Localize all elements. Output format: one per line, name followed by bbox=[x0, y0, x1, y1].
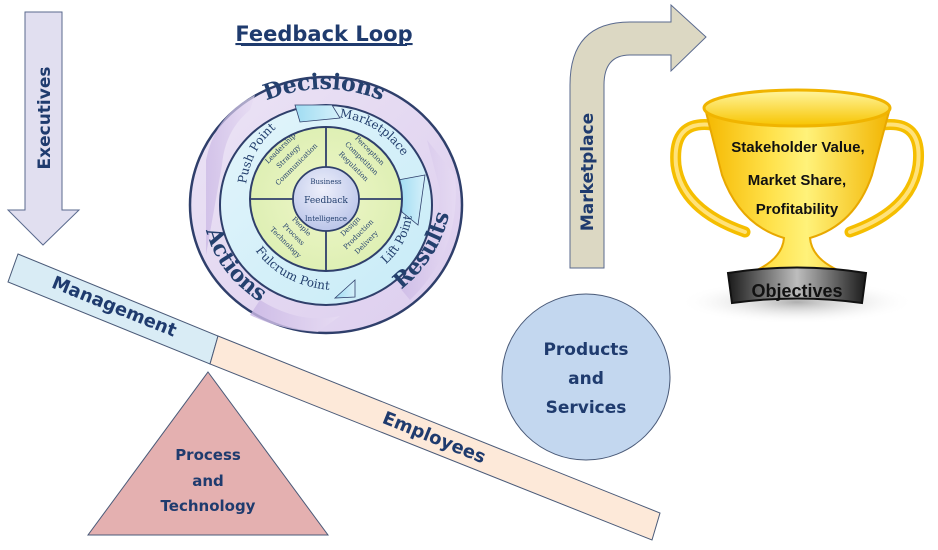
products-line-1: Products bbox=[543, 340, 628, 360]
fulcrum-point-arrow bbox=[333, 279, 356, 299]
trophy-line-1: Stakeholder Value, bbox=[731, 139, 864, 156]
products-line-2: and bbox=[568, 369, 604, 389]
products-circle: Products and Services bbox=[501, 293, 671, 461]
fulcrum-triangle: Process and Technology bbox=[87, 371, 329, 536]
center-label-business: Business bbox=[310, 178, 342, 186]
trophy-line-2: Market Share, bbox=[748, 172, 846, 189]
trophy: Stakeholder Value, Market Share, Profita… bbox=[670, 88, 925, 324]
fulcrum-line-3: Technology bbox=[161, 497, 256, 515]
diagram-title: Feedback Loop bbox=[235, 22, 412, 46]
employees-segment bbox=[209, 335, 661, 541]
loop-arrow-bottom bbox=[250, 300, 340, 332]
fulcrum-line-1: Process bbox=[175, 446, 241, 464]
center-label-intelligence: Intelligence bbox=[305, 215, 347, 223]
center-label-feedback: Feedback bbox=[304, 196, 348, 206]
fulcrum-line-2: and bbox=[192, 472, 224, 490]
products-line-3: Services bbox=[546, 398, 627, 418]
push-point-arrow bbox=[294, 104, 341, 123]
marketplace-arrow: Marketplace bbox=[569, 3, 707, 269]
executives-label: Executives bbox=[35, 67, 55, 170]
executives-arrow: Executives bbox=[6, 11, 81, 246]
trophy-base bbox=[726, 266, 868, 305]
loop-arrow-left bbox=[206, 95, 255, 255]
trophy-line-3: Profitability bbox=[756, 201, 839, 218]
feedback-wheel: Decisions Actions Results Marketplace Pu… bbox=[188, 69, 464, 335]
loop-arrow-right bbox=[400, 140, 456, 300]
marketplace-label: Marketplace bbox=[578, 113, 598, 231]
objectives-label: Objectives bbox=[751, 281, 842, 301]
feedback-center bbox=[292, 166, 360, 232]
trophy-rim bbox=[702, 88, 892, 128]
